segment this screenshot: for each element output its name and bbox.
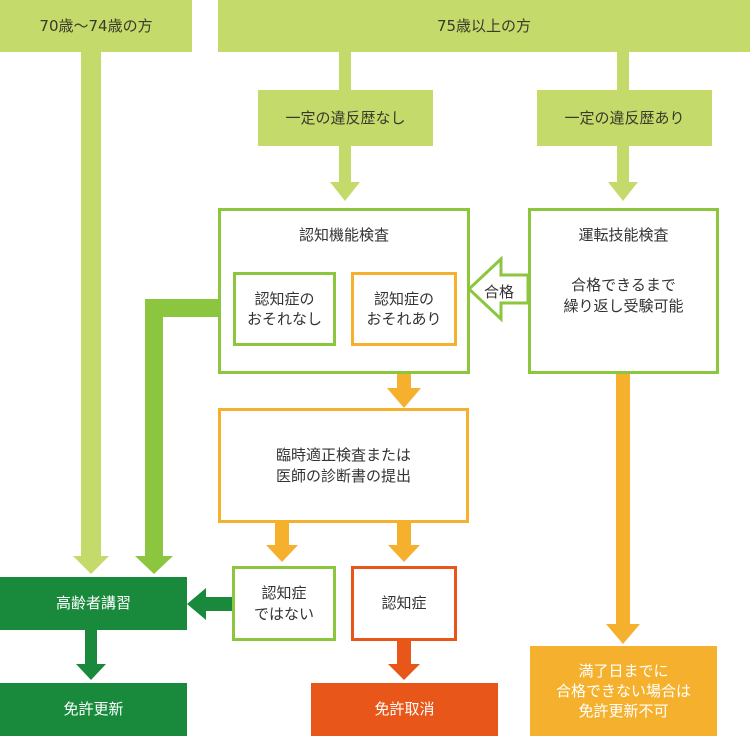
pass-label: 合格 [484, 283, 515, 301]
driving-test-body-2: 繰り返し受験可能 [563, 296, 684, 315]
violation-box: 一定の違反歴あり [537, 90, 712, 146]
not-dementia-box: 認知症 ではない [232, 566, 336, 641]
no-concern-line-2: おそれなし [246, 310, 322, 328]
arrow-age75-to-violation [617, 52, 629, 90]
age70-header: 70歳〜74歳の方 [0, 0, 192, 52]
not-dementia-line-2: ではない [253, 604, 314, 623]
dementia-text: 認知症 [381, 594, 427, 613]
driving-test-box: 運転技能検査 合格できるまで 繰り返し受験可能 [528, 208, 719, 374]
special-exam-box: 臨時適正検査または 医師の診断書の提出 [218, 408, 469, 523]
violation-text: 一定の違反歴あり [564, 108, 685, 127]
arrow-age75-to-no-violation [339, 52, 351, 90]
driving-test-body-1: 合格できるまで [571, 276, 676, 295]
no-concern-line-1: 認知症の [254, 289, 315, 308]
arrow-driving-to-fail [606, 374, 640, 644]
age75-header: 75歳以上の方 [218, 0, 750, 52]
dementia-box: 認知症 [351, 566, 457, 641]
no-violation-text: 一定の違反歴なし [285, 108, 406, 127]
age75-header-text: 75歳以上の方 [436, 16, 532, 35]
arrow-special-exam-to-not-dementia [266, 523, 298, 562]
license-renewal-box: 免許更新 [0, 683, 187, 736]
elderly-course-box: 高齢者講習 [0, 577, 187, 630]
not-dementia-line-1: 認知症 [261, 584, 307, 603]
special-exam-line-1: 臨時適正検査または [275, 446, 411, 465]
age70-header-text: 70歳〜74歳の方 [39, 16, 153, 35]
arrow-no-concern-to-course [135, 299, 233, 574]
arrow-dementia-to-revoked [388, 641, 420, 680]
concern-line-1: 認知症の [373, 289, 434, 308]
renewal-denied-box: 満了日までに 合格できない場合は 免許更新不可 [530, 646, 717, 736]
license-renewal-text: 免許更新 [63, 700, 124, 719]
concern-box: 認知症の おそれあり [351, 272, 457, 346]
license-revoked-box: 免許取消 [311, 683, 498, 736]
no-violation-box: 一定の違反歴なし [258, 90, 433, 146]
arrow-age70-to-course [73, 52, 109, 574]
arrow-pass-to-cognitive [466, 255, 530, 323]
cognitive-test-title: 認知機能検査 [298, 226, 389, 244]
arrow-concern-to-special-exam [387, 346, 421, 408]
arrow-special-exam-to-dementia [388, 523, 420, 562]
no-concern-box: 認知症の おそれなし [233, 272, 336, 346]
arrow-violation-to-driving [608, 146, 638, 201]
renewal-denied-line-3: 免許更新不可 [578, 702, 669, 721]
arrow-no-violation-to-cognitive [330, 146, 360, 201]
arrow-not-dementia-to-course [187, 588, 232, 620]
renewal-denied-line-2: 合格できない場合は [555, 681, 691, 700]
elderly-course-text: 高齢者講習 [55, 594, 131, 613]
renewal-denied-line-1: 満了日までに [578, 661, 669, 680]
driving-test-title: 運転技能検査 [578, 226, 669, 244]
license-revoked-text: 免許取消 [374, 700, 435, 719]
arrow-course-to-renewal [76, 630, 106, 680]
special-exam-line-2: 医師の診断書の提出 [275, 466, 411, 485]
concern-line-2: おそれあり [366, 310, 442, 328]
